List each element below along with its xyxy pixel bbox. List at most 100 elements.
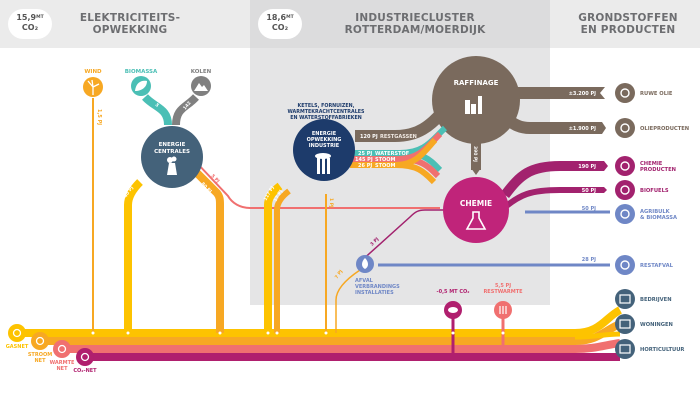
leaf-glyph (135, 80, 147, 91)
restgassen-label: RESTGASSEN (380, 134, 417, 140)
heat-waves-icon (499, 306, 507, 314)
product-flow-label: 190 PJ (578, 164, 596, 170)
gas-network-bar (20, 306, 623, 337)
industrie-caption-3: EN WATERSTOFFABRIEKEN (290, 115, 362, 121)
ruwe-olie-arrow (524, 87, 605, 99)
chemie-producten-flow (501, 161, 600, 199)
co2-capture-label: -0,5 MT CO₂ (437, 289, 470, 295)
product-flow-label: 50 PJ (582, 188, 596, 194)
afval-to-chemie-flow (359, 209, 445, 263)
biomassa-flow (142, 94, 172, 126)
kolen-flow (172, 94, 199, 126)
biomassa-flow-label: 5 (154, 102, 160, 108)
chemie-producten-arrow-tip (598, 161, 608, 171)
title-line: INDUSTRIECLUSTER (355, 12, 475, 24)
chemie-node (443, 177, 509, 243)
energie-industrie-node (293, 119, 355, 181)
chemistry-icon (615, 156, 635, 176)
industrie-stroom-in-label: 1 PJ (328, 198, 334, 208)
title-line: GRONDSTOFFEN (578, 12, 678, 24)
industrie-label-2: OPWEKKING (307, 137, 342, 143)
horticultuur-gas-branch (574, 331, 621, 340)
product-name: CHEMIE (640, 161, 663, 167)
network-junctions (91, 331, 505, 335)
afval-gas-in-flow (335, 269, 361, 333)
office-building-icon (615, 289, 635, 309)
product-name: OLIEPRODUCTEN (640, 126, 689, 132)
kolen-flow-label: 142 (182, 100, 193, 111)
industrie-label-3: INDUSTRIE (309, 143, 340, 149)
waterstof-label: WATERSTOF (375, 151, 409, 157)
product-list: RUWE OLIE ±3.200 PJ OLIEPRODUCTEN±1.900 PJ… (569, 83, 689, 275)
network-item: CO₂-NET (73, 348, 97, 374)
product-name: RUWE OLIE (640, 91, 673, 97)
centrales-label-2: CENTRALES (154, 149, 190, 155)
greenhouse-icon (615, 339, 635, 359)
product-name-line2: & BIOMASSA (640, 215, 677, 221)
centrales-warmte-out-flow (195, 161, 440, 209)
emission-value: 15,9 (16, 13, 37, 22)
product-name-line2: PRODUCTEN (640, 167, 676, 173)
restgassen-flow (355, 105, 450, 142)
olieproducten-arrow-tip (596, 122, 606, 134)
wind-flow-label: 1,5 PJ (96, 109, 102, 125)
icon-glyph (619, 319, 631, 329)
product-item: OLIEPRODUCTEN±1.900 PJ (569, 118, 689, 138)
afval-gas-in-label: 7 PJ (334, 269, 345, 281)
centrales-stroom-out-flow (189, 165, 224, 333)
afval-to-chemie-label: 3 PJ (369, 236, 380, 247)
icon-glyph (12, 328, 22, 338)
emission-gas: CO₂ (21, 23, 39, 32)
consumer-name: HORTICULTUUR (640, 347, 684, 353)
centrales-label-1: ENERGIE (159, 142, 186, 148)
raffinage-to-chemie-label: 390 PJ (472, 146, 478, 162)
waterstof-value: 25 PJ (358, 151, 372, 157)
coal-glyph (194, 83, 208, 91)
flame-icon (362, 258, 368, 269)
icon-glyph (619, 344, 631, 354)
network-name-line2: NET (34, 358, 46, 364)
emission-gas: CO₂ (271, 23, 289, 32)
product-item: RESTAFVAL 28 PJ (582, 255, 674, 275)
icon-glyph (80, 352, 90, 362)
icon-glyph (620, 260, 630, 270)
restwarmte-label: RESTWARMTE (483, 289, 523, 295)
gas-flame-icon (8, 324, 26, 342)
refinery-icon (465, 96, 482, 114)
title-line: ELEKTRICITEITS- (79, 12, 181, 24)
chemie-label: CHEMIE (460, 199, 492, 208)
raffinage-to-chemie-arrow (471, 168, 481, 175)
raffinage-label: RAFFINAGE (454, 79, 499, 87)
industrie-gas-in-label-2: 17 PJ (273, 189, 285, 203)
raffinage-to-chemie-flow (471, 130, 481, 170)
co2-cloud-icon (448, 307, 458, 313)
emission-unit: MT (286, 15, 294, 20)
section-title-grondstoffen: GRONDSTOFFEN EN PRODUCTEN (568, 12, 688, 36)
factory-icon (315, 153, 331, 174)
consumer-name: BEDRIJVEN (640, 297, 672, 303)
industrie-gas-in-flow-2 (274, 188, 291, 333)
kolen-label: KOLEN (191, 69, 212, 75)
power-plant-icon (167, 156, 177, 175)
heat-network-icon (53, 340, 71, 358)
biomassa-label: BIOMASSA (125, 69, 158, 75)
centrales-gas-in-flow (124, 179, 143, 333)
product-flow-label: 28 PJ (582, 257, 596, 263)
icon-glyph (57, 344, 67, 354)
product-flow-label: ±3.200 PJ (569, 91, 596, 97)
network-name: STROOM (28, 352, 52, 358)
oil-barrel-icon (615, 83, 635, 103)
centrales-warmte-out-label: 5 PJ (210, 173, 221, 184)
oil-drop-icon (615, 118, 635, 138)
product-name: RESTAFVAL (640, 263, 674, 269)
icon-glyph (620, 88, 630, 98)
section-title-industrie: INDUSTRIECLUSTER ROTTERDAM/MOERDIJK (320, 12, 510, 36)
biofuels-arrow-tip (598, 187, 607, 193)
afval-label-3: INSTALLATIES (355, 290, 394, 296)
wind-turbine-glyph (87, 79, 100, 95)
